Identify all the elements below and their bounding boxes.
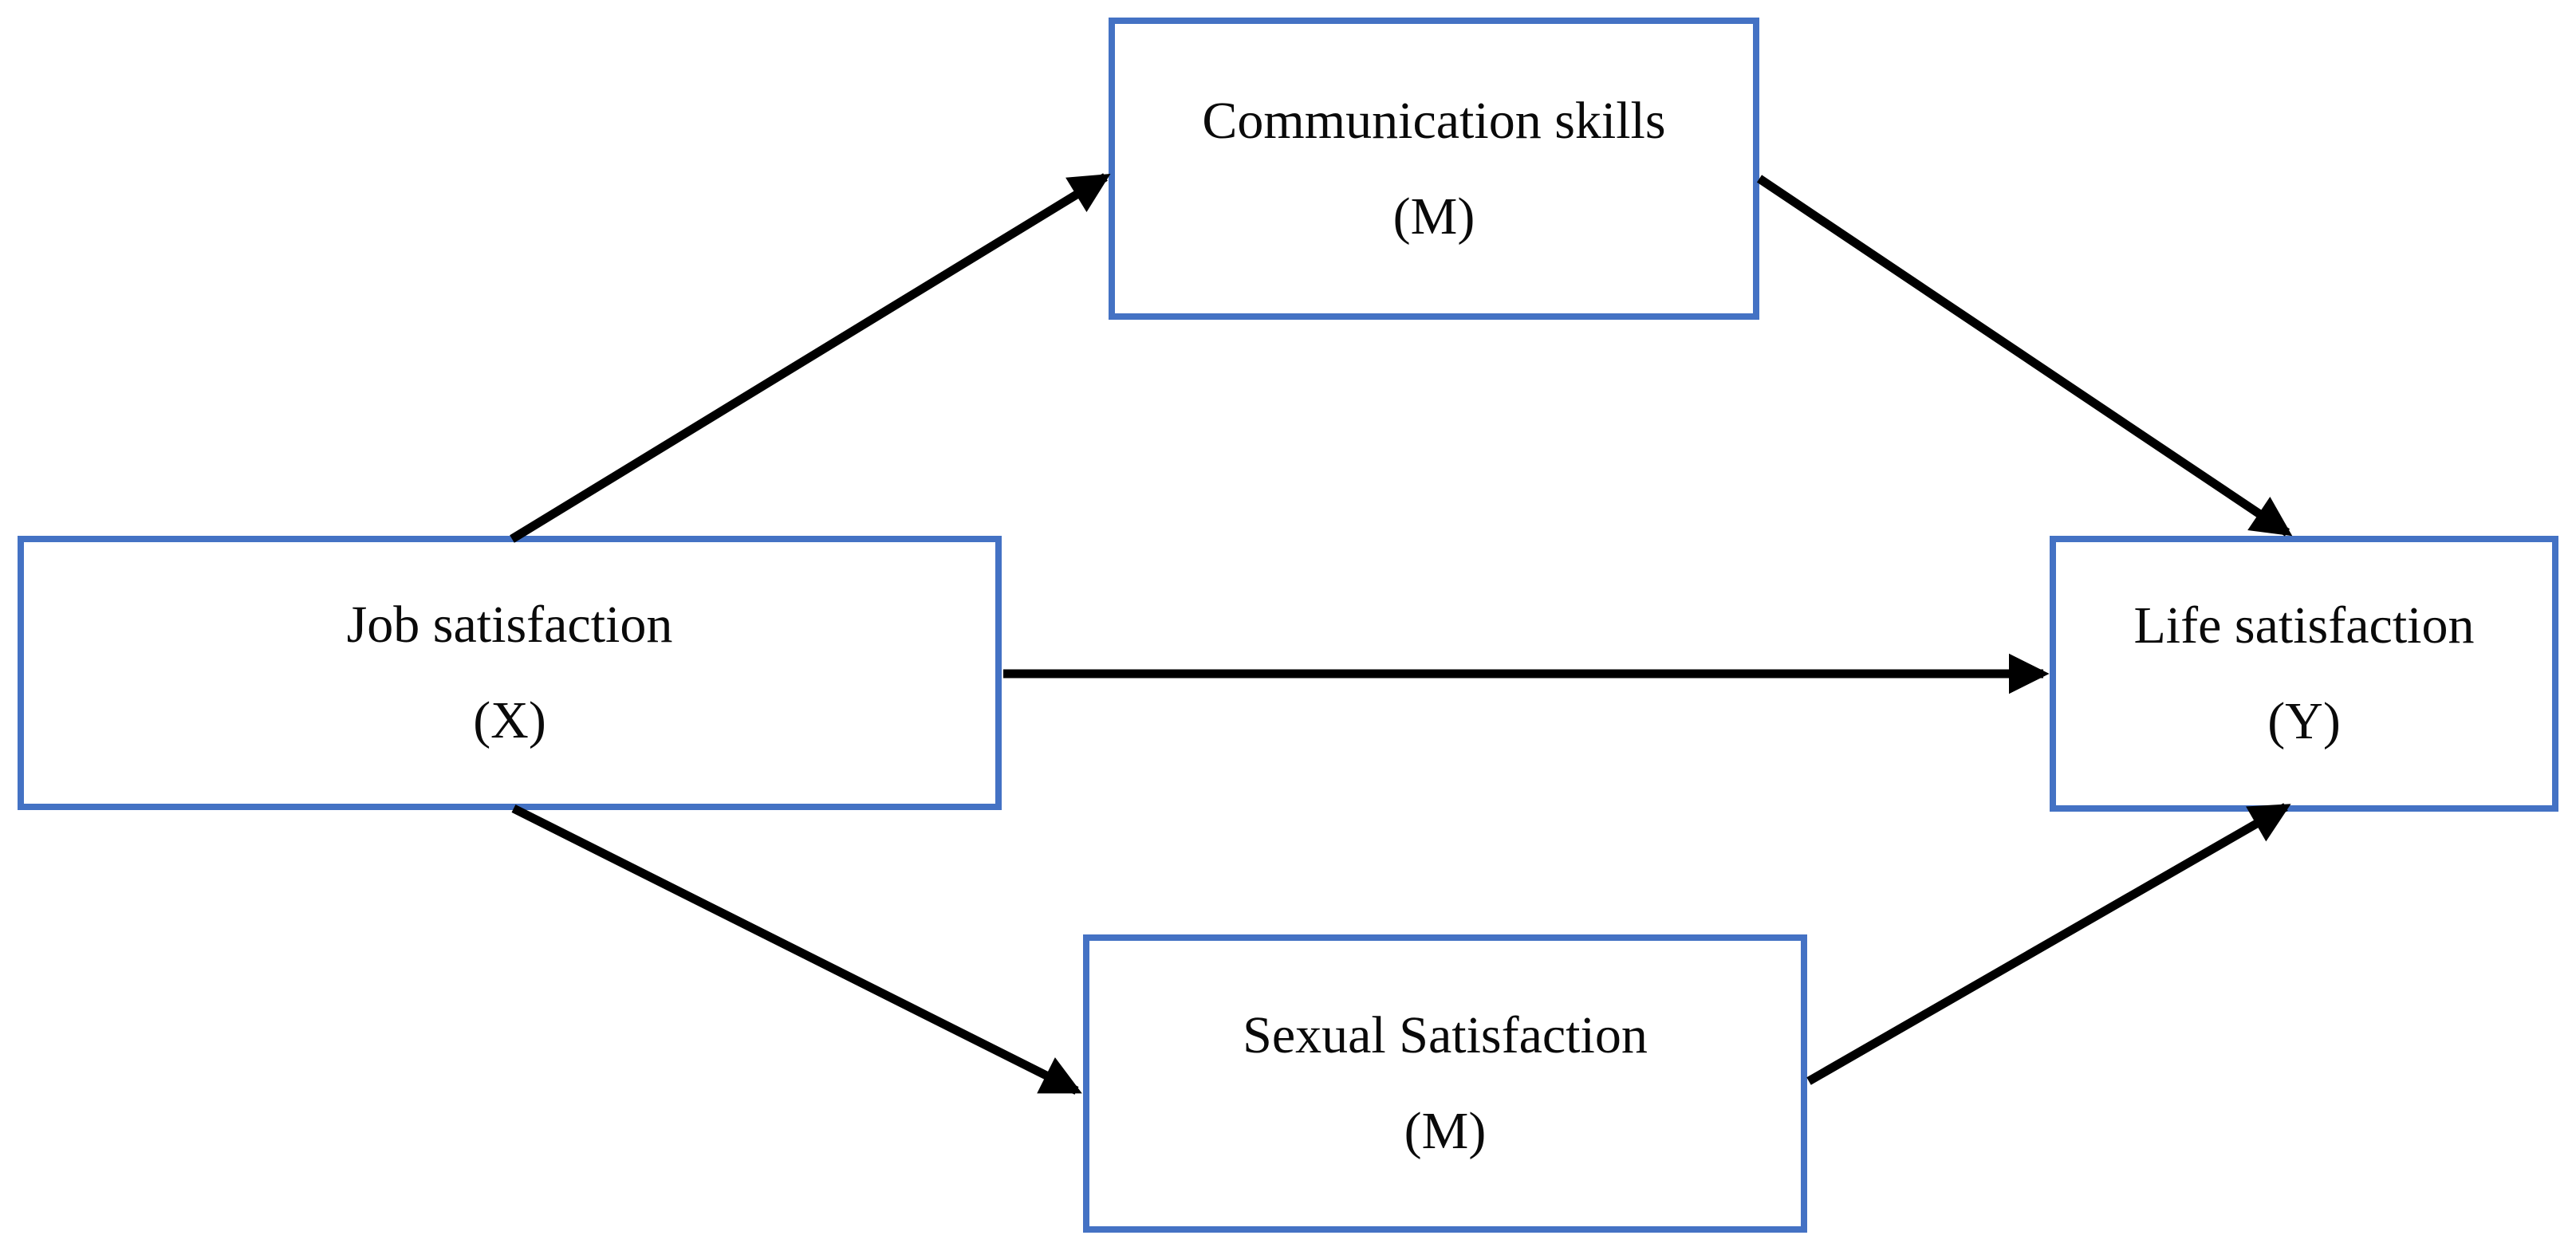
node-role: (X) [473,691,546,749]
node-label: Job satisfaction [346,596,673,655]
arrow-sexual-to-life [1806,803,2291,1085]
node-label: Communication skills [1202,91,1666,150]
node-role: (M) [1392,187,1475,246]
node-job-satisfaction: Job satisfaction (X) [18,536,1002,810]
arrow-communication-to-life [1756,175,2293,537]
node-communication-skills: Communication skills (M) [1109,18,1759,320]
node-role: (Y) [2267,692,2341,750]
node-label: Life satisfaction [2133,596,2475,655]
node-sexual-satisfaction: Sexual Satisfaction (M) [1083,934,1807,1233]
node-role: (M) [1404,1102,1487,1160]
node-label: Sexual Satisfaction [1243,1006,1648,1065]
arrow-job-to-communication [510,173,1111,543]
node-life-satisfaction: Life satisfaction (Y) [2050,536,2558,812]
arrow-job-to-sexual [511,804,1082,1095]
